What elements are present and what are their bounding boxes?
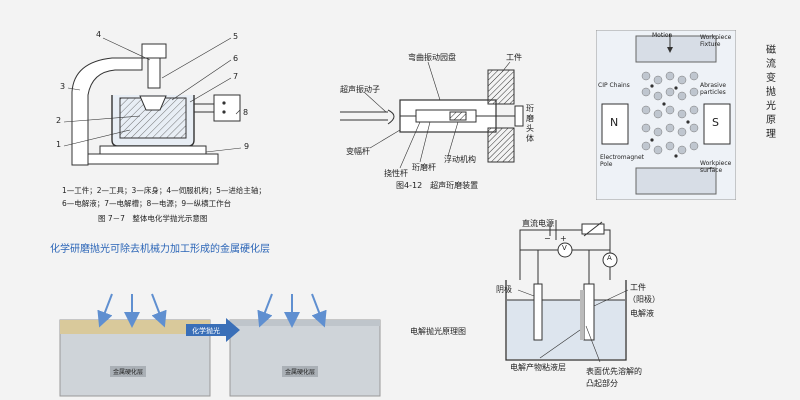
label-s: S xyxy=(712,116,719,129)
label-8: 8 xyxy=(243,108,249,117)
electrolytic-diagram xyxy=(505,220,629,363)
label-surface-note-1: 表面优先溶解的 xyxy=(586,367,642,376)
label-2: 2 xyxy=(56,116,62,125)
meter-v: V xyxy=(562,244,567,252)
label-9: 9 xyxy=(244,142,250,151)
mr-diagram xyxy=(596,30,736,200)
label-abrasive: Abrasive particles xyxy=(700,82,727,96)
label-grinding-rod: 珩磨杆 xyxy=(412,163,436,172)
label-anode-workpiece: 工件 xyxy=(630,283,646,292)
machine-diagram xyxy=(63,37,242,166)
panel-electrolytic-polishing: 电解抛光原理图 直流电源 − + V A 阴极 工件 （阳极） 电解液 电解产物… xyxy=(400,210,660,400)
panel-electrochemical-machine: 4 5 6 7 3 8 2 1 9 1—工件；2—工具；3—床身；4—伺服机构；… xyxy=(0,0,290,240)
label-n: N xyxy=(610,116,619,129)
label-surface: Workpiece surface xyxy=(700,160,732,174)
layer-label-left: 金属硬化层 xyxy=(110,366,147,377)
label-4: 4 xyxy=(96,30,102,39)
meter-a: A xyxy=(607,254,612,262)
label-float-mech: 浮动机构 xyxy=(444,155,476,164)
label-fixture: Workpiece Fixture xyxy=(700,34,732,48)
chemical-headline: 化学研磨抛光可除去机械力加工形成的金属硬化层 xyxy=(50,244,270,255)
legend-line-2: 6—电解液；7—电解槽；8—电源；9—纵横工作台 xyxy=(62,199,232,208)
label-grinding-head: 珩磨头体 xyxy=(526,104,534,143)
honing-diagram xyxy=(340,61,524,169)
panel-chemical-polishing: 化学研磨抛光可除去机械力加工形成的金属硬化层 化学抛光 金属硬化层 金属硬化层 xyxy=(50,240,390,400)
panel-magnetorheological: Motion Workpiece Fixture CIP Chains Abra… xyxy=(596,30,800,200)
label-cathode: 阴极 xyxy=(496,285,512,294)
electrolytic-title: 电解抛光原理图 xyxy=(410,327,466,336)
label-electromagnet: Electromagnet Pole xyxy=(600,154,644,168)
label-plus: + xyxy=(560,234,567,243)
label-6: 6 xyxy=(233,54,239,63)
label-horn: 变幅杆 xyxy=(346,147,370,156)
label-product-layer: 电解产物粘液层 xyxy=(510,363,566,372)
layer-label-right: 金属硬化层 xyxy=(282,366,319,377)
label-power: 直流电源 xyxy=(522,219,554,228)
panel-ultrasonic-honing: 弯曲振动园盘 超声振动子 工件 珩磨头体 变幅杆 浮动机构 珩磨杆 挠性杆 图4… xyxy=(330,40,540,200)
label-surface-note-2: 凸起部分 xyxy=(586,379,618,388)
figure-caption-2: 图4-12 超声珩磨装置 xyxy=(396,181,479,190)
label-electrolyte: 电解液 xyxy=(630,309,654,318)
label-3: 3 xyxy=(60,82,66,91)
label-workpiece: 工件 xyxy=(506,53,522,62)
label-cip: CIP Chains xyxy=(598,82,630,89)
label-minus: − xyxy=(544,234,551,243)
label-motion: Motion xyxy=(652,32,673,39)
label-anode: （阳极） xyxy=(628,295,660,304)
label-transducer: 超声振动子 xyxy=(340,85,380,94)
legend-line-1: 1—工件；2—工具；3—床身；4—伺服机构；5—进给主轴； xyxy=(62,186,266,195)
mr-side-title: 磁流变抛光原理 xyxy=(766,45,776,140)
label-5: 5 xyxy=(233,32,239,41)
label-feed-rod: 挠性杆 xyxy=(384,169,408,178)
label-7: 7 xyxy=(233,72,239,81)
chemical-diagram xyxy=(59,293,381,397)
chemical-arrow-label: 化学抛光 xyxy=(192,327,220,335)
figure-caption-1: 图 7－7 整体电化学抛光示意图 xyxy=(98,214,208,223)
label-bend-disc: 弯曲振动园盘 xyxy=(408,53,456,62)
label-1: 1 xyxy=(56,140,62,149)
